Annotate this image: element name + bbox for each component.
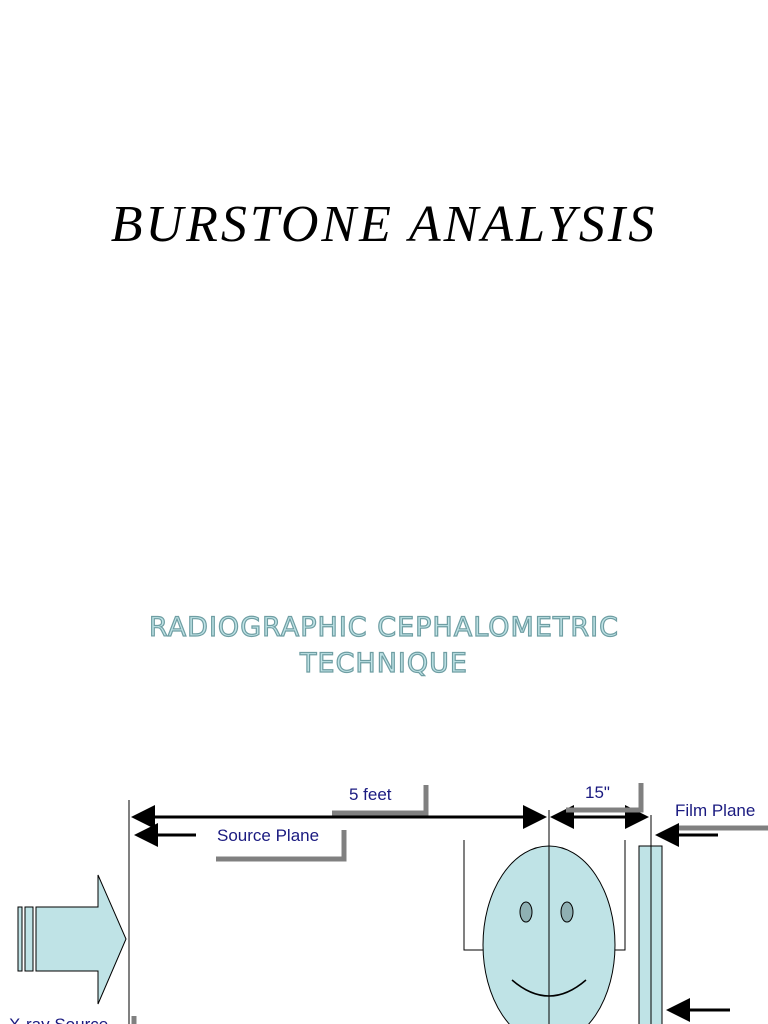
ear-rod-right bbox=[615, 840, 626, 951]
five-feet-label: 5 feet bbox=[349, 785, 392, 804]
film-plane-label: Film Plane bbox=[675, 801, 755, 820]
subtitle-line-2: TECHNIQUE bbox=[299, 647, 468, 679]
slide-subtitle: RADIOGRAPHIC CEPHALOMETRIC TECHNIQUE bbox=[0, 610, 768, 682]
source-plane-label: Source Plane bbox=[217, 826, 319, 845]
patient-head-icon bbox=[482, 845, 616, 1024]
five-feet-callout bbox=[332, 785, 429, 816]
fifteen-inch-label: 15" bbox=[585, 783, 610, 802]
subtitle-line-1: RADIOGRAPHIC CEPHALOMETRIC bbox=[148, 611, 619, 643]
xray-source-label: X-ray Source bbox=[9, 1015, 108, 1024]
fifteen-inch-callout bbox=[566, 783, 644, 813]
slide-title: BURSTONE ANALYSIS bbox=[110, 196, 658, 253]
xray-source-icon bbox=[17, 874, 127, 1005]
source-plane-callout bbox=[216, 830, 347, 862]
ear-rod-left bbox=[463, 840, 484, 951]
